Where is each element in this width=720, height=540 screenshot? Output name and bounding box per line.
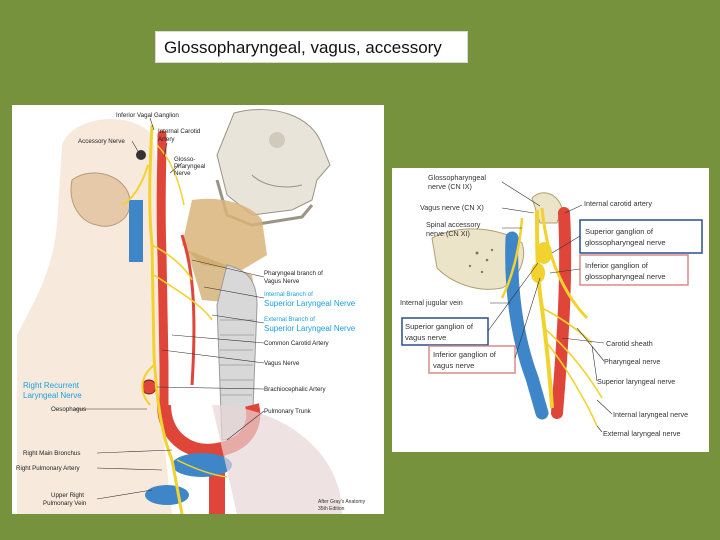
label-right-recurrent-2: Laryngeal Nerve — [23, 391, 82, 400]
label-external-branch-1: External Branch of — [264, 316, 315, 323]
label-pharyngeal-nerve: Pharyngeal nerve — [604, 357, 660, 366]
label-right-main-bronchus: Right Main Bronchus — [23, 450, 80, 457]
label-internal-carotid-2: Artery — [158, 136, 175, 143]
label-glossopharyngeal-2: Pharyngeal — [174, 163, 205, 170]
label-internal-carotid-1: Internal Carotid — [158, 128, 201, 135]
label-superior-ganglion-v-2: vagus nerve — [405, 333, 446, 342]
brachiocephalic-circle — [141, 379, 157, 395]
label-external-branch-2: Superior Laryngeal Nerve — [264, 324, 356, 333]
label-internal-branch-2: Superior Laryngeal Nerve — [264, 299, 356, 308]
label-external-laryngeal: External laryngeal nerve — [603, 429, 681, 438]
label-right-recurrent-1: Right Recurrent — [23, 381, 80, 390]
label-superior-ganglion-v-1: Superior ganglion of — [405, 322, 474, 331]
muscle-area — [182, 198, 267, 270]
box-inferior-ganglion-gp — [579, 254, 689, 286]
neck-thorax-illustration: Inferior Vagal Ganglion Internal Carotid… — [12, 105, 384, 514]
label-inferior-vagal-ganglion: Inferior Vagal Ganglion — [116, 112, 179, 119]
vagus-nerve-path — [148, 124, 184, 514]
label-glossopharyngeal-1: Glossopharyngeal — [428, 173, 486, 182]
label-inferior-ganglion-gp-2: glossopharyngeal nerve — [585, 272, 666, 281]
label-glossopharyngeal-2: nerve (CN IX) — [428, 182, 472, 191]
label-internal-jugular: Internal jugular vein — [400, 298, 463, 307]
label-spinal-accessory-2: nerve (CN XI) — [426, 229, 470, 238]
skull-shape — [216, 109, 331, 216]
label-pharyngeal-branch-1: Pharyngeal branch of — [264, 270, 323, 277]
label-inferior-ganglion-gp-1: Inferior ganglion of — [585, 261, 649, 270]
label-superior-ganglion-gp-1: Superior ganglion of — [585, 227, 654, 236]
accessory-nerve — [500, 217, 524, 299]
box-inferior-ganglion-v — [428, 345, 516, 374]
box-superior-ganglion-gp — [579, 219, 703, 254]
label-inferior-ganglion-v-2: vagus nerve — [433, 361, 474, 370]
label-upper-right-1: Upper Right — [51, 492, 84, 499]
label-common-carotid: Common Carotid Artery — [264, 340, 330, 347]
label-oesophagus: Oesophagus — [51, 406, 86, 413]
label-internal-laryngeal: Internal laryngeal nerve — [613, 410, 688, 419]
label-inferior-ganglion-v-1: Inferior ganglion of — [433, 350, 497, 359]
jugular-vein — [129, 200, 143, 262]
label-internal-carotid: Internal carotid artery — [584, 199, 652, 208]
label-superior-laryngeal: Superior laryngeal nerve — [597, 377, 675, 386]
box-superior-ganglion-v — [401, 317, 489, 346]
label-spinal-accessory-1: Spinal accessory — [426, 220, 481, 229]
label-superior-ganglion-gp-2: glossopharyngeal nerve — [585, 238, 666, 247]
label-upper-right-2: Pulmonary Vein — [43, 500, 87, 507]
label-accessory-nerve: Accessory Nerve — [78, 138, 125, 145]
cranial-nerves-detail-illustration: Glossopharyngeal nerve (CN IX) Vagus ner… — [392, 168, 709, 452]
label-glossopharyngeal-1: Glosso- — [174, 156, 195, 163]
credit-line-1: After Gray's Anatomy — [318, 499, 366, 505]
skull-base — [431, 228, 525, 290]
label-vagus: Vagus nerve (CN X) — [420, 203, 484, 212]
internal-jugular-vein — [505, 231, 549, 420]
label-carotid-sheath: Carotid sheath — [606, 339, 653, 348]
label-glossopharyngeal-3: Nerve — [174, 170, 191, 177]
label-pulmonary-trunk: Pulmonary Trunk — [264, 408, 312, 415]
carotid-artery — [156, 130, 169, 410]
slide-title: Glossopharyngeal, vagus, accessory — [155, 31, 468, 63]
internal-carotid-artery — [551, 207, 572, 419]
credit-line-2: 35th Edition — [318, 506, 345, 512]
glossopharyngeal-nerve — [540, 207, 589, 320]
label-internal-branch-1: Internal Branch of — [264, 291, 313, 298]
pulmonary-vessel — [172, 453, 232, 477]
label-vagus-nerve: Vagus Nerve — [264, 360, 300, 367]
label-brachiocephalic: Brachiocephalic Artery — [264, 386, 326, 393]
label-right-pulmonary-artery: Right Pulmonary Artery — [16, 465, 81, 472]
label-pharyngeal-branch-2: Vagus Nerve — [264, 278, 300, 285]
ear-shape — [70, 172, 131, 227]
